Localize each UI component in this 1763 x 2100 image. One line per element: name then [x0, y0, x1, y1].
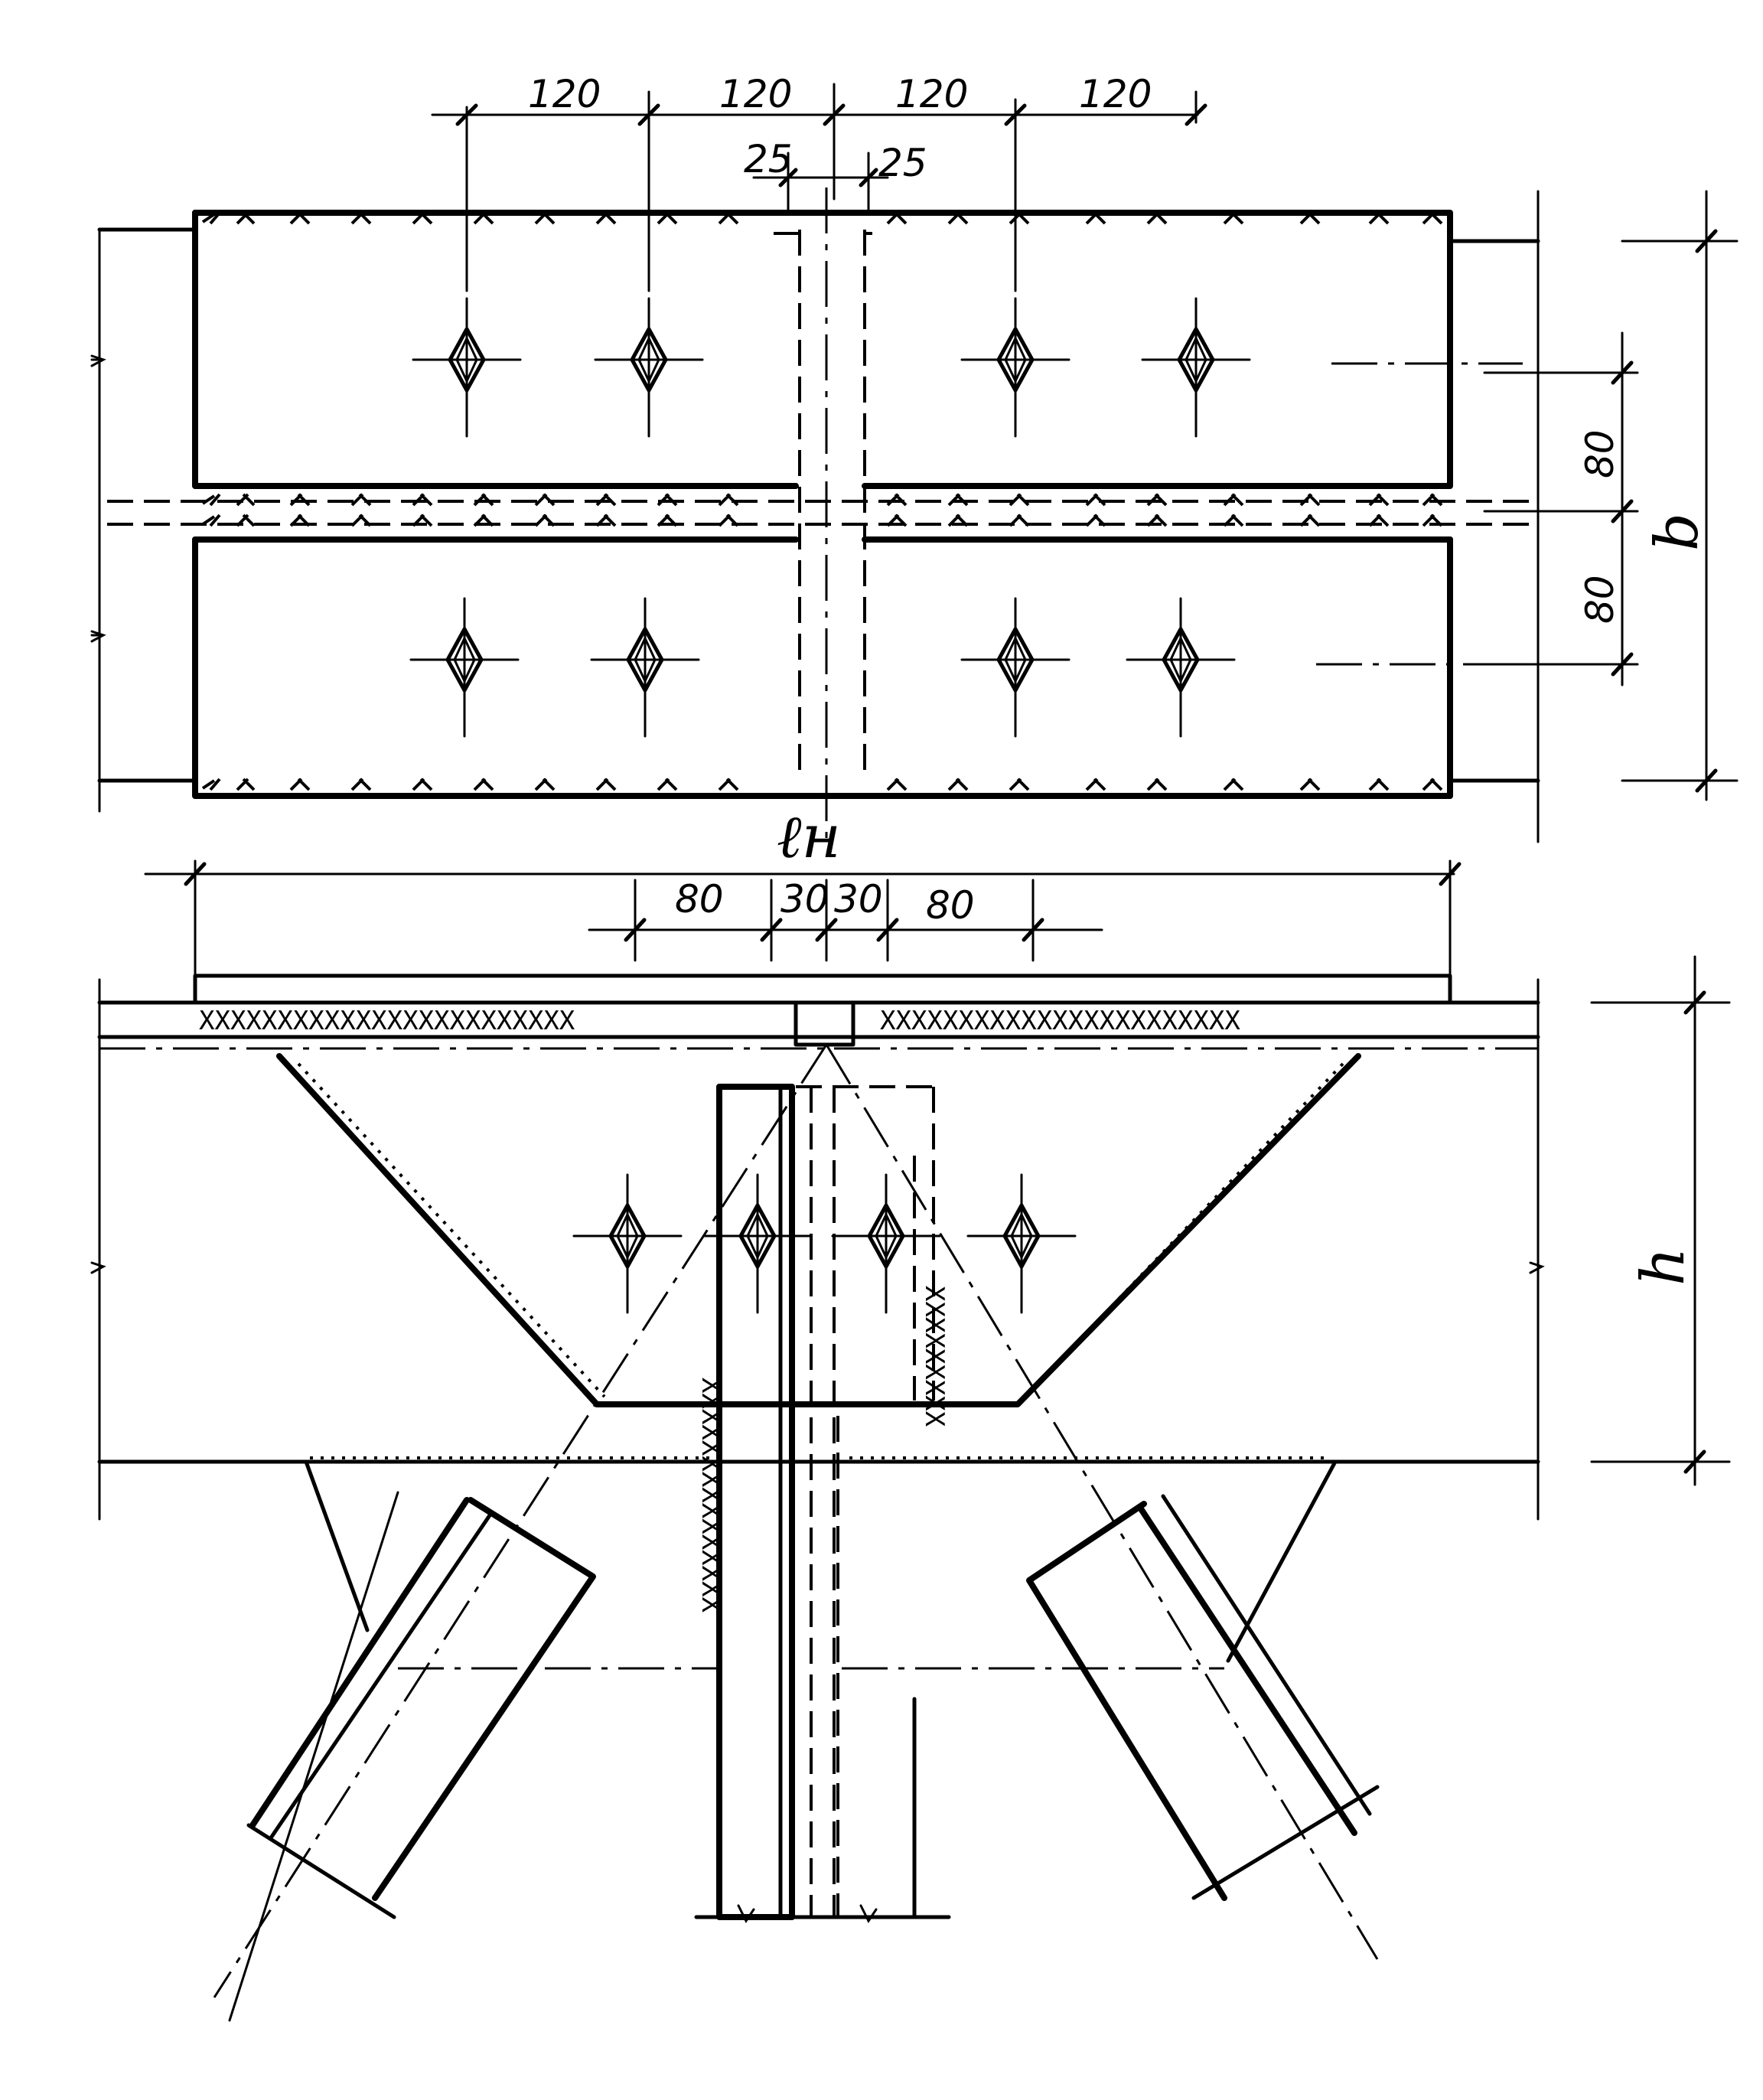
- dim-25-right: 25: [878, 141, 927, 185]
- dim-120-2: 120: [719, 72, 792, 116]
- upper-plate: [192, 210, 1453, 489]
- plan-view: 120 120 120 120 25 25 80 80 b: [90, 72, 1739, 843]
- dim-80-lower: 80: [1578, 575, 1622, 624]
- right-diagonal: [825, 1044, 1380, 1960]
- label-h: h: [1629, 1247, 1698, 1286]
- svg-text:XXXXXXXXXXXXXXXXXXXXXXXX: XXXXXXXXXXXXXXXXXXXXXXXX: [199, 1006, 575, 1036]
- dim-120-1: 120: [528, 72, 601, 116]
- dim-30-right: 30: [834, 877, 883, 921]
- label-length: ℓн: [777, 803, 841, 872]
- dim-80-left: 80: [675, 877, 724, 921]
- elevation-view: ℓн 80 30 30 80 XXXXXXXXXXXXXXXXXXXXXXXX …: [90, 803, 1731, 2022]
- left-diagonal: [213, 1044, 828, 2022]
- dim-80-upper: 80: [1578, 429, 1622, 478]
- dim-80-right: 80: [926, 883, 975, 928]
- lower-plate: [192, 536, 1453, 799]
- dim-120-4: 120: [1079, 72, 1152, 116]
- splice-plate: [193, 973, 1452, 1005]
- gusset-plate: [276, 1053, 1361, 1407]
- svg-text:XXXXXXXXXXXXXXX: XXXXXXXXXXXXXXX: [696, 1378, 726, 1613]
- dim-30-left: 30: [780, 877, 829, 921]
- dim-120-3: 120: [895, 72, 968, 116]
- dim-25-left: 25: [744, 137, 793, 181]
- label-b: b: [1643, 513, 1712, 551]
- svg-text:XXXXXXXXX: XXXXXXXXX: [919, 1286, 950, 1427]
- svg-text:XXXXXXXXXXXXXXXXXXXXXXX: XXXXXXXXXXXXXXXXXXXXXXX: [880, 1006, 1240, 1036]
